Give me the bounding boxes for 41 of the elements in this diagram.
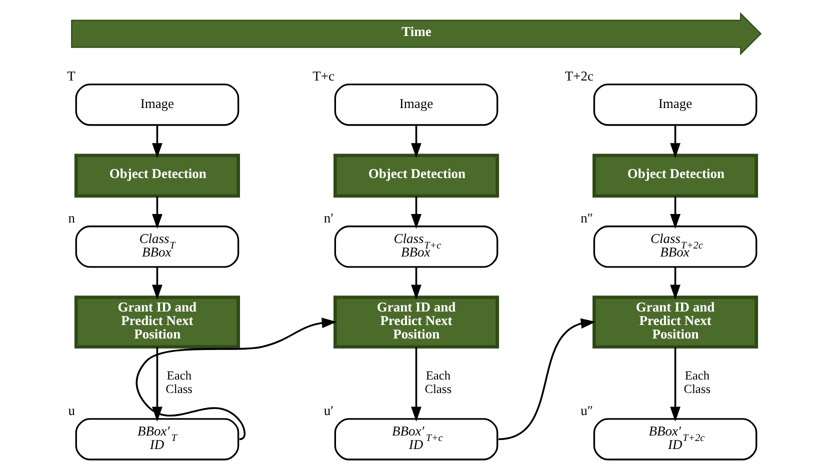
arrow xyxy=(498,318,596,440)
arrow xyxy=(411,124,422,158)
node-box: Object Detection xyxy=(592,153,758,198)
node-box: BBox′$_{T+c}$ ID xyxy=(334,418,498,460)
node-box: Grant ID and Predict Next Position xyxy=(333,295,500,348)
arrow xyxy=(670,124,680,158)
node-label: T+c xyxy=(312,68,334,84)
edge-label: Each Class xyxy=(424,368,452,396)
node-box: BBox′$_{T+2c}$ ID xyxy=(593,418,758,460)
arrow xyxy=(411,196,422,228)
node-label: u″ xyxy=(580,402,594,418)
node-box: Class$_{T+c}$ BBox xyxy=(334,225,498,268)
node-label: u xyxy=(68,402,75,418)
node-box: Image xyxy=(75,83,240,126)
node-box: Class$_{T}$ BBox xyxy=(75,225,240,268)
node-box: Object Detection xyxy=(333,153,500,198)
arrow xyxy=(411,266,422,300)
node-box: Image xyxy=(593,83,758,126)
arrow xyxy=(411,346,422,422)
node-label: n xyxy=(68,210,75,226)
node-label: n′ xyxy=(324,210,334,226)
arrow xyxy=(152,196,162,228)
arrow xyxy=(152,266,162,300)
arrow xyxy=(670,266,680,300)
node-label: n″ xyxy=(580,210,594,226)
arrow xyxy=(136,317,337,440)
node-box: Object Detection xyxy=(74,153,240,198)
node-box: Grant ID and Predict Next Position xyxy=(592,295,758,348)
edge-label: Each Class xyxy=(684,368,711,396)
node-label: u′ xyxy=(324,402,334,418)
arrow xyxy=(152,124,162,158)
node-box: Class$_{T+2c}$ BBox xyxy=(593,225,758,268)
arrow xyxy=(670,346,680,422)
node-box: Grant ID and Predict Next Position xyxy=(74,295,240,348)
node-box: Image xyxy=(334,83,498,126)
node-box: BBox′$_{T}$ ID xyxy=(75,418,240,460)
node-label: T xyxy=(67,68,76,84)
node-label: T+2c xyxy=(564,68,594,84)
arrow xyxy=(670,196,680,228)
edge-label: Each Class xyxy=(166,368,192,396)
arrow xyxy=(152,346,162,422)
